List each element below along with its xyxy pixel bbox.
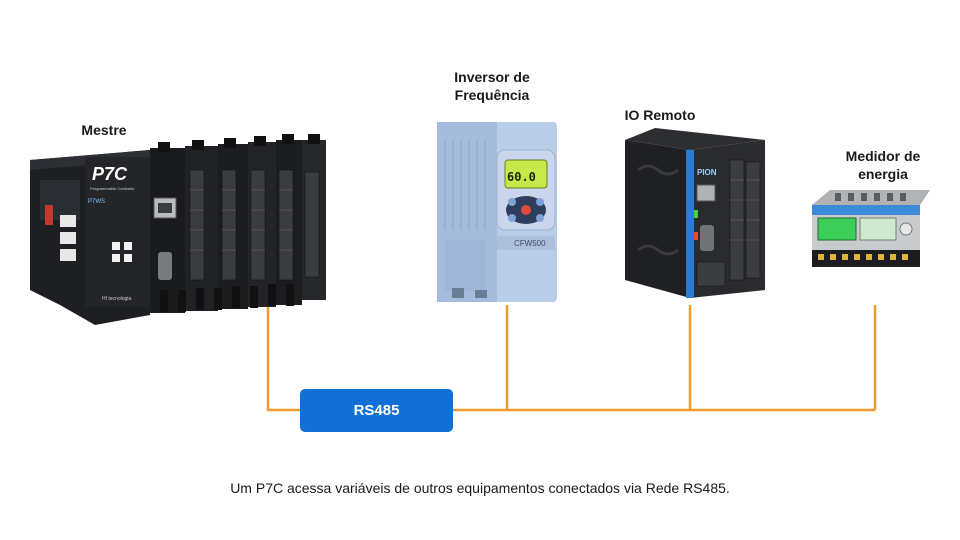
inverter-model-text: CFW500 bbox=[514, 239, 546, 248]
rs485-label: RS485 bbox=[353, 402, 400, 419]
remote-io-label-text: IO Remoto bbox=[624, 107, 696, 123]
inverter-label-line1: Inversor de bbox=[454, 69, 530, 85]
meter-label-line1: Medidor de bbox=[845, 148, 921, 164]
inverter-label-line2: Frequência bbox=[454, 87, 530, 103]
plc-master-device bbox=[30, 134, 326, 325]
remote-io-device bbox=[625, 128, 765, 298]
diagram-caption: Um P7C acessa variáveis de outros equipa… bbox=[230, 480, 730, 496]
remote-io-label: IO Remoto bbox=[605, 106, 715, 124]
master-label-text: Mestre bbox=[81, 122, 127, 138]
meter-label-line2: energia bbox=[858, 166, 908, 182]
plc-subtitle-text: Programmable Controller bbox=[90, 186, 135, 191]
inverter-display-value: 60.0 bbox=[507, 170, 536, 184]
master-label: Mestre bbox=[64, 121, 144, 139]
frequency-inverter-device bbox=[437, 122, 557, 302]
rs485-network-box: RS485 bbox=[300, 389, 453, 432]
inverter-label: Inversor de Frequência bbox=[427, 68, 557, 104]
master-drop-line bbox=[266, 300, 300, 412]
energy-meter-device bbox=[812, 190, 930, 267]
plc-model-text: P7WS bbox=[88, 199, 105, 205]
plc-vendor-text: HI tecnologia bbox=[102, 296, 131, 302]
remote-io-brand-text: PION bbox=[697, 168, 717, 177]
plc-brand-text: P7C bbox=[92, 164, 128, 184]
meter-label: Medidor de energia bbox=[818, 147, 948, 183]
rs485-bus-lines bbox=[266, 300, 877, 412]
